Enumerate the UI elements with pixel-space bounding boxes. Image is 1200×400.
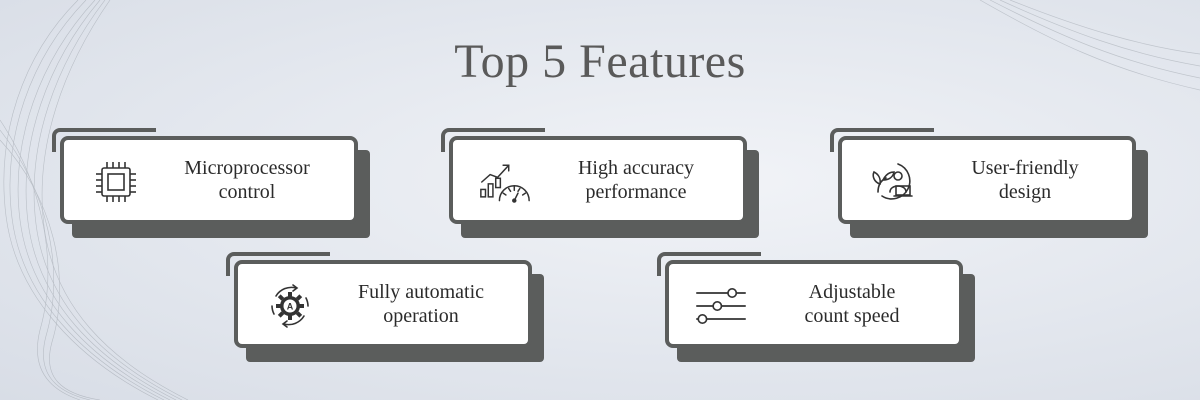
feature-label-line2: operation xyxy=(383,305,459,327)
sliders-icon xyxy=(696,287,746,325)
microchip-icon xyxy=(96,162,136,202)
card-tab-accent xyxy=(657,252,761,276)
feature-label: Fully automatic operation xyxy=(336,264,506,344)
feature-card-user-friendly-design: User-friendly design xyxy=(830,128,1148,238)
card-face: Adjustable count speed xyxy=(665,260,963,348)
page-title: Top 5 Features xyxy=(454,35,746,88)
feature-label-line2: design xyxy=(998,181,1052,203)
card-face: A Fully automatic operation xyxy=(234,260,532,348)
feature-card-high-accuracy-performance: High accuracy performance xyxy=(441,128,759,238)
card-tab-accent xyxy=(226,252,330,276)
feature-label-line1: Fully automatic xyxy=(357,281,485,303)
card-tab-accent xyxy=(830,128,934,152)
feature-card-microprocessor-control: Microprocessor control xyxy=(52,128,370,238)
feature-label-line1: Microprocessor xyxy=(184,157,310,179)
feature-label: Adjustable count speed xyxy=(767,264,937,344)
card-face: Microprocessor control xyxy=(60,136,358,224)
card-tab-accent xyxy=(441,128,545,152)
user-laptop-icon xyxy=(872,163,913,200)
auto-gear-icon: A xyxy=(271,284,309,328)
card-face: User-friendly design xyxy=(838,136,1136,224)
feature-label-line1: Adjustable xyxy=(808,281,896,303)
feature-label-line2: control xyxy=(218,181,276,203)
card-tab-accent xyxy=(52,128,156,152)
feature-label-line2: count speed xyxy=(804,305,900,327)
feature-label-line2: performance xyxy=(585,181,687,203)
feature-label: User-friendly design xyxy=(940,140,1110,220)
card-face: High accuracy performance xyxy=(449,136,747,224)
feature-label-line1: High accuracy xyxy=(577,157,695,179)
svg-text:A: A xyxy=(287,302,294,312)
feature-label-line1: User-friendly xyxy=(971,157,1079,179)
feature-label: High accuracy performance xyxy=(551,140,721,220)
feature-label: Microprocessor control xyxy=(162,140,332,220)
feature-card-adjustable-count-speed: Adjustable count speed xyxy=(657,252,975,362)
feature-card-fully-automatic-operation: A Fully automatic operation xyxy=(226,252,544,362)
gauge-chart-icon xyxy=(480,164,530,203)
